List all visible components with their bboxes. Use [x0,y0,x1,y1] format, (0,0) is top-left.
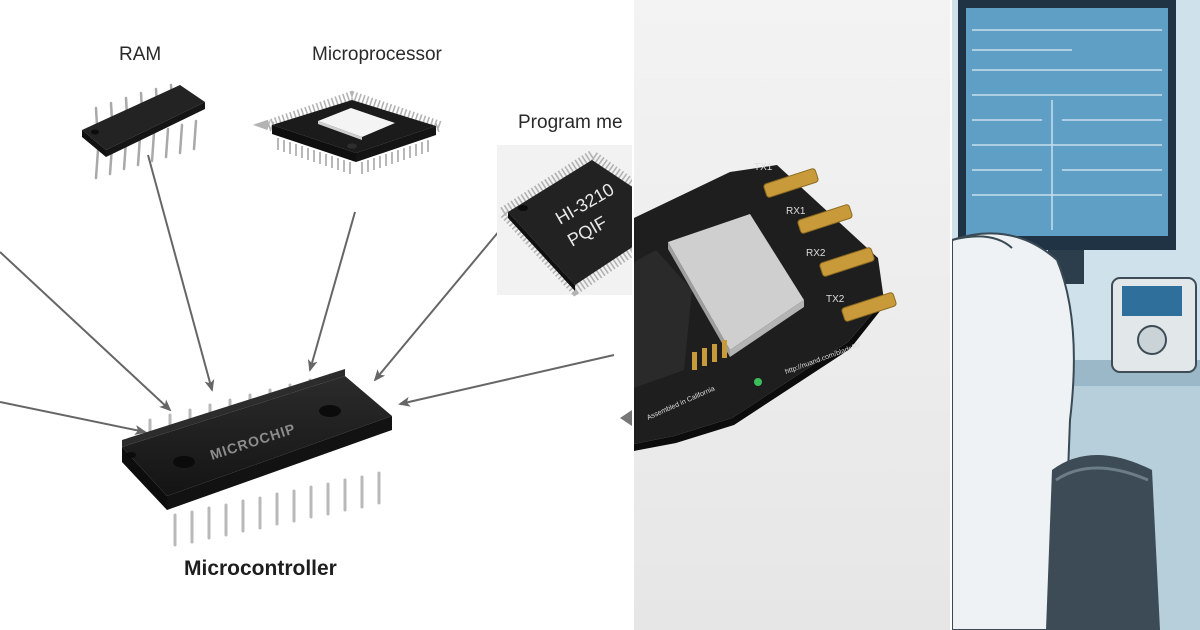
status-led [754,378,762,386]
microcontroller-chip: MICROCHIP [122,369,392,547]
rx2-label: RX2 [806,248,826,259]
ram-label: RAM [119,44,162,65]
arrow-program-memory [373,229,501,382]
arrow-offscreen-right [398,354,615,407]
office-chair [1046,455,1160,630]
panel-divider [632,0,634,630]
rx1-label: RX1 [786,206,806,217]
panel-divider-2 [950,0,952,630]
program-memory-chip: HI-3210 PQIF [495,145,634,297]
sdr-board-svg: TX1 RX1 RX2 TX2 Assembled in California … [634,162,897,451]
tx1-label: TX1 [754,162,773,173]
sdr-board-photo-panel: TX1 RX1 RX2 TX2 Assembled in California … [634,0,950,630]
engineer-illustration-panel [952,0,1200,630]
diagram-svg: HI-3210 PQIF [0,83,634,547]
arrow-offscreen-upper [0,251,172,412]
tx2-label: TX2 [826,294,845,305]
sma-connectors [763,168,897,322]
microcontroller-label: Microcontroller [184,557,337,580]
ram-chip [82,83,205,180]
microprocessor-label: Microprocessor [312,44,442,65]
monitor-screen [966,8,1168,236]
engineer-figure [952,232,1075,630]
fpga-chip [634,250,692,388]
arrow-pointer-tip [620,410,632,426]
arrow-microprocessor [307,211,356,372]
arrow-offscreen-lower [0,401,147,435]
engineer-illustration-svg [952,0,1200,630]
arrow-ram [147,154,215,392]
microprocessor-chip [253,90,455,174]
rf-shield [668,214,804,350]
program-memory-label: Program me [518,112,623,133]
microcontroller-diagram-panel: HI-3210 PQIF [0,44,634,580]
arrows [0,154,615,435]
header-pins [692,340,727,370]
